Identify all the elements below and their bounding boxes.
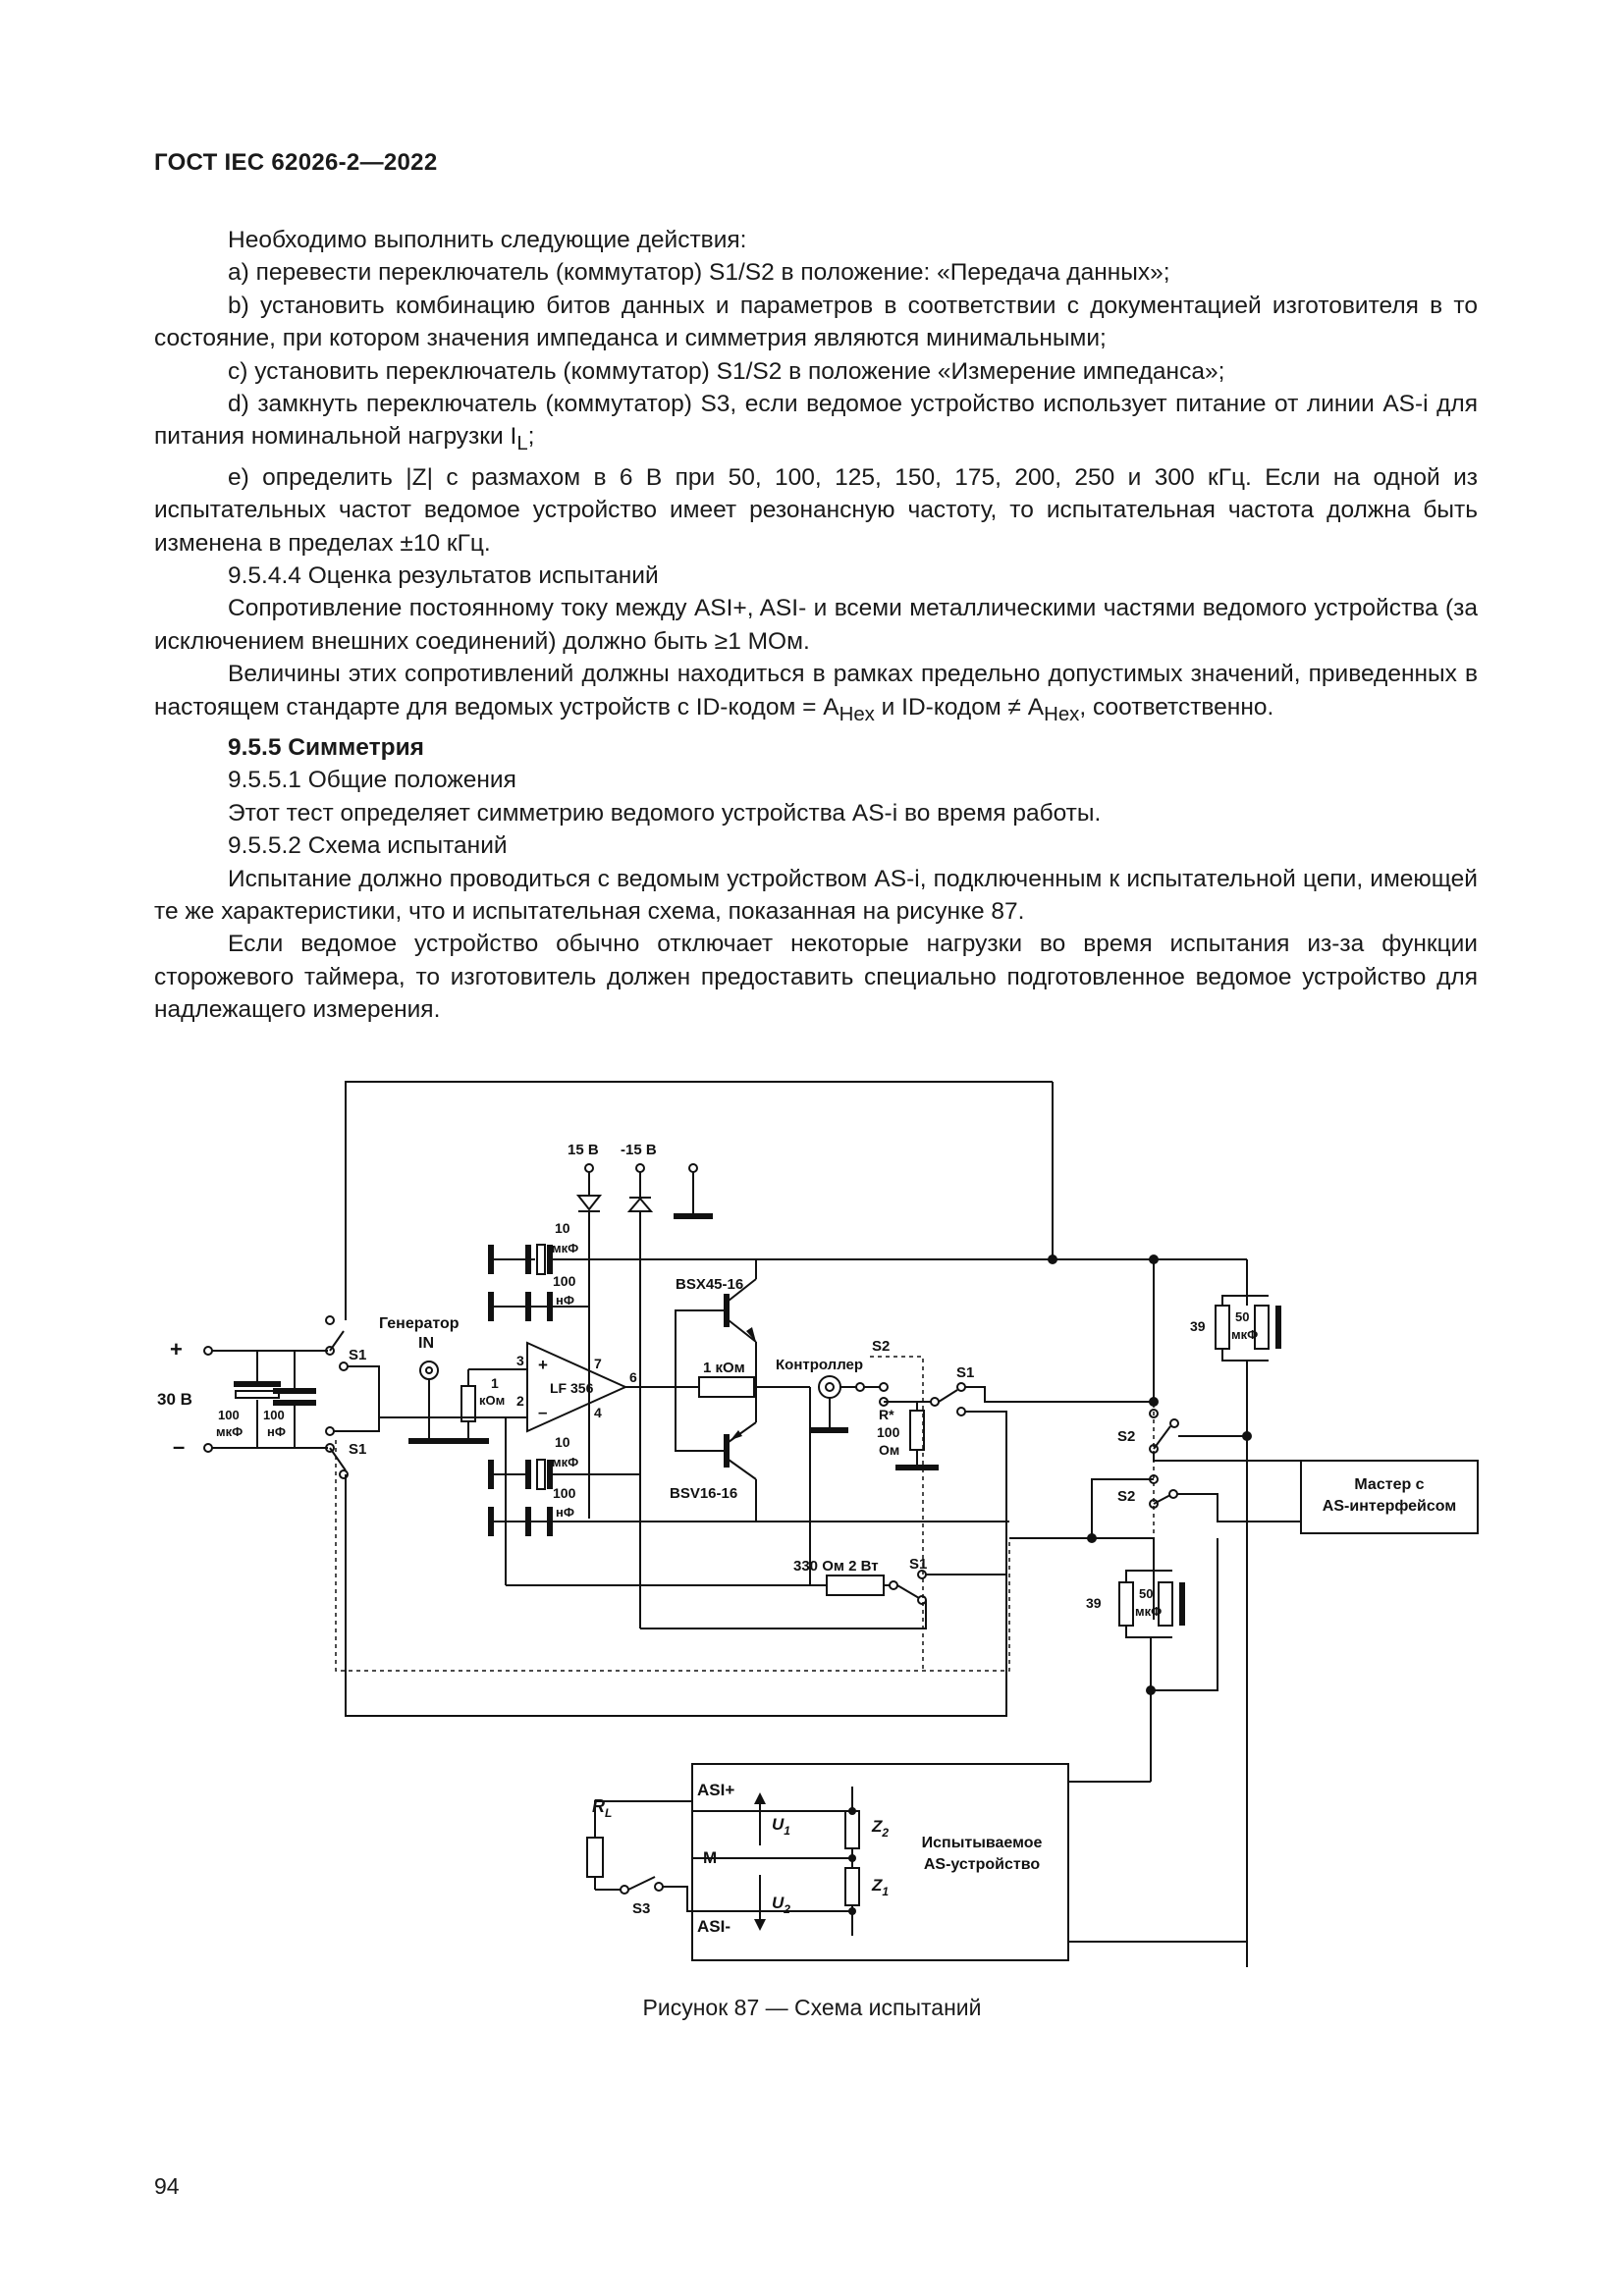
paragraph: a) перевести переключатель (коммутатор) … — [228, 259, 1170, 287]
paragraph: 9.5.4.4 Оценка результатов испытаний — [228, 561, 659, 589]
label-kom: кОм — [479, 1393, 505, 1408]
label-cap-nf: нФ — [267, 1424, 286, 1439]
paragraph: 9.5.5.1 Общие положения — [228, 767, 516, 794]
paragraph: e) определить |Z| с размахом в 6 В при 5… — [154, 463, 1478, 557]
label-dut: Испытываемое — [922, 1835, 1043, 1851]
label-bsv16: BSV16-16 — [670, 1485, 737, 1502]
label-1: 1 — [491, 1375, 499, 1391]
label-s1: S1 — [349, 1347, 366, 1363]
section-heading: 9.5.5 Симметрия — [228, 733, 424, 761]
circuit-diagram: 15 В -15 В 10 мкФ 100 нФ 10 мкФ 100 нФ Г… — [0, 1065, 1624, 2027]
label-s3: S3 — [632, 1900, 650, 1917]
label-50: 50 — [1235, 1309, 1249, 1324]
label-controller: Контроллер — [776, 1357, 863, 1373]
label-rl: RL — [592, 1796, 612, 1820]
paragraph: c) установить переключатель (коммутатор)… — [228, 357, 1225, 385]
body-text: Необходимо выполнить следующие действия:… — [154, 224, 1478, 1027]
label-s1: S1 — [349, 1441, 366, 1458]
paragraph-tail: , соответственно. — [1079, 693, 1274, 721]
label-30v: 30 В — [157, 1390, 192, 1409]
label-cap-100: 100 — [263, 1408, 285, 1422]
label-asi-plus: ASI+ — [697, 1781, 734, 1799]
label-opamp-minus: – — [538, 1403, 547, 1421]
label-s1: S1 — [956, 1364, 974, 1381]
label-u1: U1 — [772, 1815, 790, 1838]
label-s2: S2 — [1117, 1488, 1135, 1505]
label-asi-minus: ASI- — [697, 1917, 731, 1936]
paragraph: Испытание должно проводиться с ведомым у… — [154, 865, 1478, 925]
label-m: M — [703, 1848, 717, 1867]
label-z2: Z2 — [871, 1817, 889, 1840]
label-cap-100: 100 — [553, 1273, 576, 1289]
label-u2: U2 — [772, 1894, 790, 1916]
subscript: L — [516, 433, 528, 455]
paragraph: Этот тест определяет симметрию ведомого … — [228, 799, 1102, 827]
subscript: Hex — [839, 703, 875, 725]
label-cap-mkf: мкФ — [552, 1241, 578, 1255]
label-pin6: 6 — [629, 1369, 637, 1385]
label-cap-nf: нФ — [556, 1293, 574, 1308]
label-pin2: 2 — [516, 1393, 524, 1409]
label-as-interface: AS-интерфейсом — [1323, 1498, 1456, 1515]
paragraph: Величины этих сопротивлений должны наход… — [154, 658, 1478, 731]
paragraph: d) замкнуть переключатель (коммутатор) S… — [154, 388, 1478, 461]
circuit-schematic: 15 В -15 В 10 мкФ 100 нФ 10 мкФ 100 нФ Г… — [157, 1081, 1479, 1967]
label-z1: Z1 — [871, 1876, 889, 1898]
label-s1: S1 — [909, 1556, 927, 1573]
label-cap-100: 100 — [553, 1485, 576, 1501]
label-as-device: AS-устройство — [924, 1856, 1041, 1873]
paragraph: 9.5.5.2 Схема испытаний — [228, 832, 508, 860]
label-bsx45: BSX45-16 — [676, 1276, 743, 1293]
page-number: 94 — [154, 2173, 180, 2199]
paragraph-text: и ID-кодом ≠ A — [874, 693, 1045, 721]
subscript: Hex — [1044, 703, 1080, 725]
label-plus: + — [170, 1337, 183, 1362]
paragraph: Если ведомое устройство обычно отключает… — [154, 931, 1478, 1024]
label-cap-100: 100 — [218, 1408, 240, 1422]
label-cap-10: 10 — [555, 1434, 570, 1450]
label-50: 50 — [1139, 1586, 1153, 1601]
label-mkf: мкФ — [1231, 1327, 1258, 1342]
label-cap-mkf: мкФ — [216, 1424, 243, 1439]
label-cap-10: 10 — [555, 1220, 570, 1236]
label-pin4: 4 — [594, 1405, 602, 1420]
label-ohm: Ом — [879, 1442, 899, 1458]
paragraph-text: Величины этих сопротивлений должны наход… — [154, 661, 1478, 721]
label-opamp: LF 356 — [550, 1380, 594, 1396]
label-opamp-plus: + — [538, 1356, 548, 1374]
paragraph-text: d) замкнуть переключатель (коммутатор) S… — [154, 391, 1478, 451]
label-1kom: 1 кОм — [703, 1360, 745, 1376]
label-330ohm: 330 Ом 2 Вт — [793, 1558, 879, 1575]
label-pin7: 7 — [594, 1356, 602, 1371]
label-39: 39 — [1086, 1595, 1102, 1611]
label-minus15v: -15 В — [621, 1142, 657, 1158]
label-cap-nf: нФ — [556, 1505, 574, 1520]
label-s2: S2 — [872, 1338, 890, 1355]
label-mkf: мкФ — [1135, 1604, 1162, 1619]
paragraph-tail: ; — [527, 423, 535, 451]
label-in: IN — [418, 1335, 434, 1352]
label-generator: Генератор — [379, 1315, 460, 1332]
label-minus: – — [173, 1434, 185, 1459]
label-s2: S2 — [1117, 1428, 1135, 1445]
paragraph: Необходимо выполнить следующие действия: — [228, 227, 747, 253]
label-100: 100 — [877, 1424, 900, 1440]
label-39: 39 — [1190, 1318, 1206, 1334]
label-15v: 15 В — [568, 1142, 599, 1158]
paragraph: Сопротивление постоянному току между ASI… — [154, 595, 1478, 655]
label-pin3: 3 — [516, 1353, 524, 1368]
label-r-star: R* — [879, 1407, 894, 1422]
document-header: ГОСТ IEC 62026-2—2022 — [154, 149, 438, 176]
label-master: Мастер с — [1354, 1476, 1424, 1493]
paragraph: b) установить комбинацию битов данных и … — [154, 292, 1478, 352]
figure-caption: Рисунок 87 — Схема испытаний — [642, 1995, 982, 2020]
label-cap-mkf: мкФ — [552, 1455, 578, 1469]
